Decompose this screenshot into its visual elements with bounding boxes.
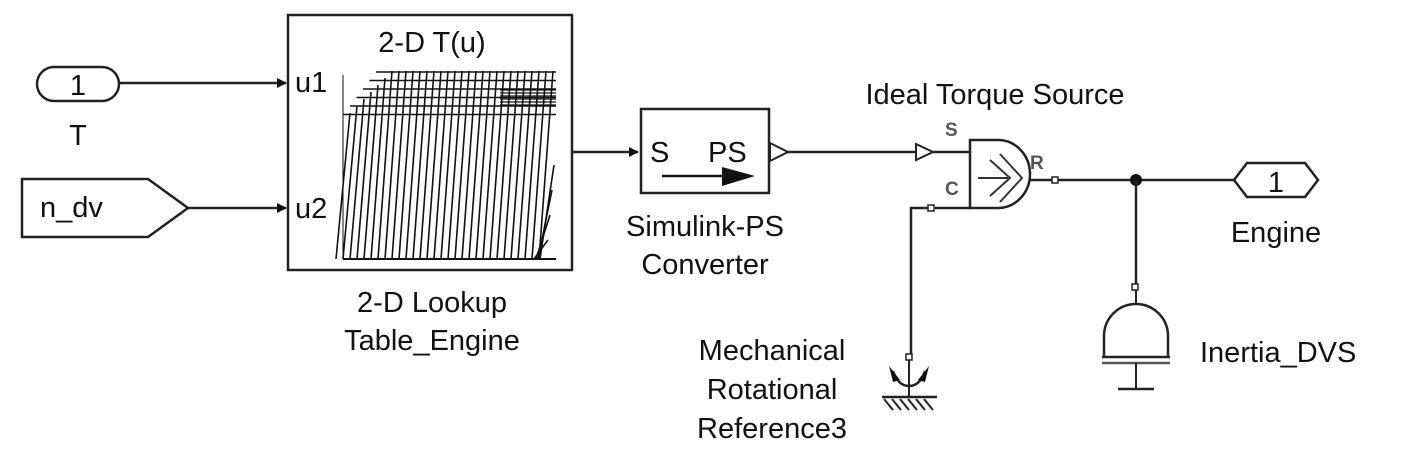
converter-name-line2: Converter	[641, 249, 769, 281]
inport-T-label: T	[69, 120, 87, 152]
converter-label-S: S	[650, 137, 669, 169]
from-ndv-block[interactable]: n_dv	[20, 177, 191, 239]
outport-engine-number: 1	[1268, 167, 1284, 199]
torque-s-port-icon	[915, 142, 936, 162]
torque-source-name: Ideal Torque Source	[865, 79, 1124, 111]
lookup-icon-title: 2-D T(u)	[378, 27, 485, 59]
torque-port-C: C	[945, 179, 959, 200]
lookup-name-line1: 2-D Lookup	[357, 287, 507, 319]
wire-reference-to-C	[909, 206, 933, 354]
lookup-surface-icon	[335, 70, 556, 260]
inertia-conn-icon	[1131, 283, 1139, 291]
inport-T-number: 1	[70, 70, 86, 102]
torque-c-conn-icon	[927, 204, 935, 212]
converter-arrowhead-icon	[722, 167, 755, 186]
ideal-torque-source-block[interactable]: S C R	[915, 120, 1044, 210]
reference-name-line2: Rotational	[707, 374, 838, 406]
outport-engine-block[interactable]: 1	[1232, 161, 1320, 199]
converter-name-line1: Simulink-PS	[626, 211, 784, 243]
mechanical-reference-block[interactable]	[882, 360, 937, 411]
torque-port-S: S	[945, 120, 958, 141]
converter-ps-port-icon	[769, 141, 791, 163]
inertia-block[interactable]	[1102, 290, 1170, 391]
outport-engine-label: Engine	[1231, 217, 1321, 249]
lookup-port-u1: u1	[295, 67, 327, 99]
reference-conn-icon	[905, 353, 913, 361]
torque-r-conn-icon	[1051, 176, 1059, 184]
lookup-name-line2: Table_Engine	[344, 325, 520, 357]
inertia-label: Inertia_DVS	[1200, 337, 1356, 369]
converter-label-PS: PS	[708, 137, 747, 169]
reference-name-line1: Mechanical	[699, 335, 846, 367]
from-ndv-tag: n_dv	[40, 192, 103, 224]
inport-T-block[interactable]: 1	[35, 65, 121, 103]
lookup-table-block[interactable]: 2-D T(u) u1 u2	[286, 13, 574, 272]
torque-port-R: R	[1030, 153, 1044, 174]
reference-name-line3: Reference3	[697, 413, 847, 445]
simulink-ps-converter-block[interactable]: S PS	[639, 107, 791, 195]
lookup-port-u2: u2	[295, 193, 327, 225]
